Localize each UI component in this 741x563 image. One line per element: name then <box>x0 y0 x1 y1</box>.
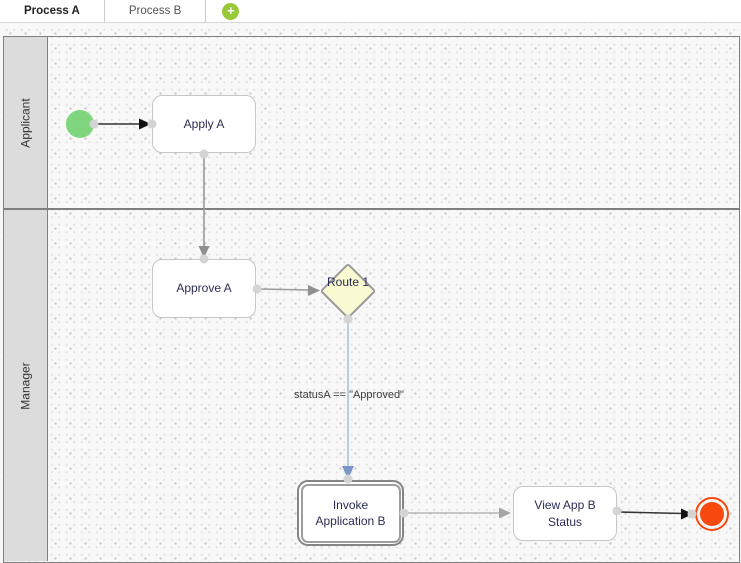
plus-icon: + <box>226 2 235 18</box>
lane-applicant-label: Applicant <box>18 97 33 148</box>
end-event-node[interactable] <box>695 497 729 531</box>
subprocess-invoke-application-b[interactable]: Invoke Application B <box>297 480 404 546</box>
task-apply-a-label: Apply A <box>183 116 225 131</box>
task-approve-a-label: Approve A <box>176 281 232 296</box>
start-event-node[interactable] <box>66 110 94 138</box>
tab-process-b[interactable]: Process B <box>105 0 207 22</box>
lane-applicant: Applicant <box>4 37 739 210</box>
gateway-route-1-label: Route 1 <box>326 275 370 289</box>
process-pool: Applicant Manager <box>3 36 740 563</box>
subprocess-inner-border: Invoke Application B <box>300 483 401 543</box>
diagram-canvas[interactable]: Applicant Manager Apply A Approve A Rout… <box>0 23 741 563</box>
task-apply-a[interactable]: Apply A <box>152 95 256 153</box>
task-view-app-b-status[interactable]: View App B Status <box>513 486 617 541</box>
lane-applicant-header[interactable]: Applicant <box>4 37 48 208</box>
lane-manager-header[interactable]: Manager <box>4 210 48 561</box>
lane-manager-label: Manager <box>18 361 33 410</box>
lane-manager: Manager <box>4 210 739 561</box>
task-approve-a[interactable]: Approve A <box>152 259 256 318</box>
edge-condition-label: statusA == "Approved" <box>294 389 404 401</box>
subprocess-invoke-label: Invoke Application B <box>315 497 386 528</box>
process-tab-bar: Process A Process B + <box>0 0 741 23</box>
add-process-button[interactable]: + <box>222 2 240 20</box>
tab-process-a[interactable]: Process A <box>0 0 105 22</box>
task-view-label: View App B Status <box>534 498 596 529</box>
end-event-inner-circle <box>700 502 724 526</box>
